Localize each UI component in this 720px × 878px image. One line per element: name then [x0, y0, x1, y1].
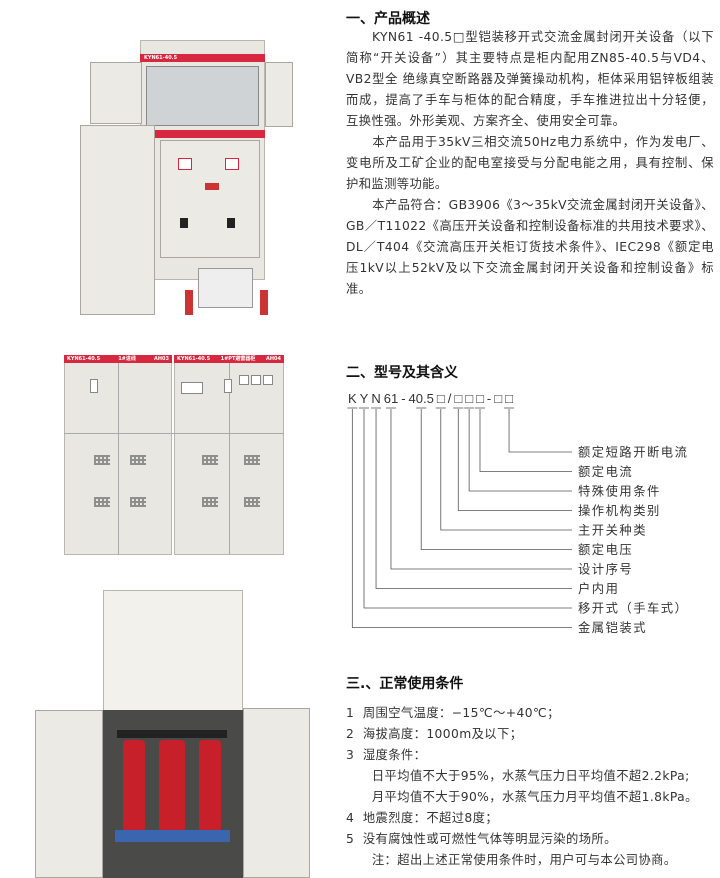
condition-item: 日平均值不大于95%，水蒸气压力日平均值不超2.2kPa;: [346, 769, 690, 783]
connector-line: [390, 409, 572, 570]
condition-item: 1 周围空气温度：−15℃～+40℃；: [346, 706, 560, 720]
conditions-list: 1 周围空气温度：−15℃～+40℃； 2 海拔高度：1000m及以下； 3 湿度条…: [346, 703, 698, 871]
connector-line: [440, 409, 572, 531]
model-meaning-label: 设计序号: [578, 562, 633, 577]
condition-item: 5 没有腐蚀性或可燃性气体等明显污染的场所。: [346, 832, 617, 846]
connector-line: [457, 409, 572, 511]
cabinet-photo-open: KYN61-40.5: [80, 40, 295, 320]
cabinet-label: 1#进线: [118, 356, 136, 362]
connector-line: [468, 409, 572, 492]
section-title-conditions: 三.、正常使用条件: [346, 676, 464, 692]
model-code-part: Y: [360, 391, 369, 406]
model-meaning-label: 主开关种类: [578, 524, 647, 538]
model-code-part: □: [437, 391, 445, 406]
connector-line: [375, 409, 572, 589]
condition-item: 2 海拔高度：1000m及以下；: [346, 727, 523, 741]
model-code-part: 61: [384, 391, 398, 406]
cabinet-header-right: KYN61-40.5 1#PT避雷器柜 AH04: [174, 355, 284, 363]
cabinet-label: AH04: [265, 356, 281, 362]
transformer-cabinet-photo: [35, 590, 310, 878]
connector-line: [508, 409, 572, 453]
model-code-part: □: [476, 391, 484, 406]
model-meaning-label: 额定短路开断电流: [578, 445, 688, 460]
model-meaning-label: 额定电压: [578, 542, 633, 557]
model-code-part: □: [454, 391, 462, 406]
overview-paragraph-1: KYN61 -40.5□型铠装移开式交流金属封闭开关设备（以下简称“开关设备”）…: [346, 30, 714, 128]
overview-paragraph-2: 本产品用于35kV三相交流50Hz电力系统中，作为发电厂、变电所及工矿企业的配电…: [346, 135, 714, 191]
condition-item: 4 地震烈度：不超过8度；: [346, 811, 499, 825]
cabinet-label: 1#PT避雷器柜: [220, 356, 256, 362]
model-meaning-label: 特殊使用条件: [578, 484, 661, 499]
model-meaning-label: 户内用: [578, 581, 619, 596]
connector-line: [420, 409, 572, 550]
cabinet-photo-front: KYN61-40.5 1#进线 AH03 KYN61-40.5 1#PT避雷器柜…: [64, 355, 284, 555]
model-code-part: □: [465, 391, 473, 406]
overview-paragraph-3: 本产品符合：GB3906《3～35kV交流金属封闭开关设备》、GB／T11022…: [346, 198, 714, 296]
condition-item: 月平均值不大于90%，水蒸气压力月平均值不超1.8kPa。: [346, 790, 698, 804]
section-title-overview: 一、产品概述: [346, 11, 430, 27]
section-title-model: 二、型号及其含义: [346, 365, 458, 381]
cabinet-label: AH03: [153, 356, 169, 362]
model-code-part: K: [348, 391, 357, 406]
cabinet-header-left: KYN61-40.5 1#进线 AH03: [64, 355, 172, 363]
overview-text: KYN61 -40.5□型铠装移开式交流金属封闭开关设备（以下简称“开关设备”）…: [346, 27, 714, 300]
connector-line: [479, 409, 572, 472]
cabinet-label: KYN61-40.5: [140, 54, 265, 62]
model-code-part: □: [494, 391, 502, 406]
condition-item: 3 湿度条件：: [346, 748, 427, 762]
model-meaning-label: 移开式（手车式）: [578, 601, 688, 616]
model-code-part: -: [401, 391, 405, 406]
connector-line: [363, 409, 572, 609]
cabinet-label: KYN61-40.5: [177, 356, 211, 362]
cabinet-label: KYN61-40.5: [67, 356, 101, 362]
model-code-part: □: [505, 391, 513, 406]
connector-line: [351, 409, 572, 628]
model-code-part: N: [371, 391, 380, 406]
condition-item: 注：超出上述正常使用条件时，用户可与本公司协商。: [346, 853, 677, 867]
model-code-part: 40.5: [409, 391, 434, 406]
model-meaning-label: 操作机构类别: [578, 503, 661, 518]
model-meaning-label: 额定电流: [578, 464, 633, 479]
model-code-part: /: [448, 391, 452, 406]
model-code-part: -: [487, 391, 491, 406]
model-meaning-label: 金属铠装式: [578, 620, 647, 635]
